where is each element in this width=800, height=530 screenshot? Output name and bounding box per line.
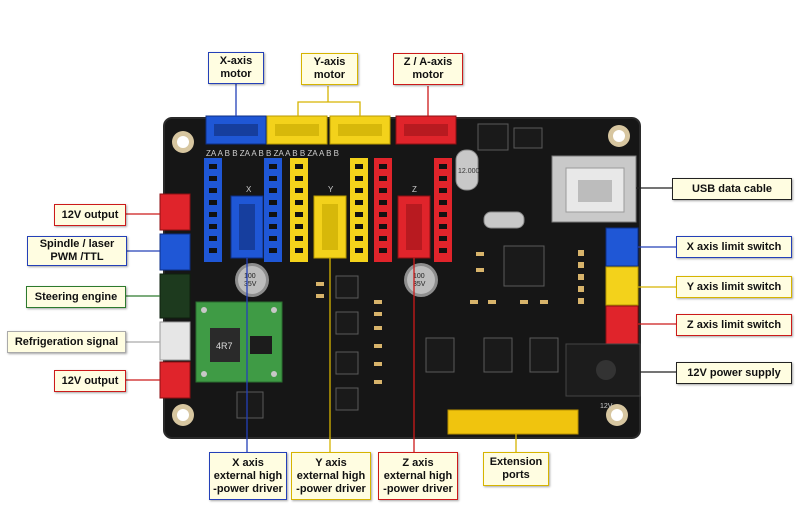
capacitor-left: 100 35V	[235, 263, 269, 297]
svg-text:4R7: 4R7	[216, 341, 233, 351]
y-external-driver-connector	[313, 195, 347, 259]
x-limit-connector	[605, 227, 639, 267]
stepper-headers	[204, 158, 452, 262]
x-external-driver-connector	[230, 195, 264, 259]
label-spindle-laser: Spindle / laser PWM /TTL	[27, 236, 127, 266]
svg-text:35V: 35V	[413, 281, 426, 288]
voltage-marking: 12V	[600, 403, 613, 410]
spindle-connector	[159, 233, 191, 271]
y-motor-connector-2	[329, 115, 391, 145]
extension-header	[447, 409, 579, 435]
y-limit-connector	[605, 266, 639, 306]
small-smd-components	[316, 250, 584, 384]
label-y-limit-switch: Y axis limit switch	[676, 276, 792, 298]
svg-text:12.000: 12.000	[458, 168, 480, 175]
crystal-oscillators: 12.000	[455, 149, 525, 229]
refrigeration-connector	[159, 321, 191, 361]
label-z-a-axis-motor: Z / A-axis motor	[393, 53, 463, 85]
label-y-axis-motor: Y-axis motor	[301, 53, 358, 85]
label-z-limit-switch: Z axis limit switch	[676, 314, 792, 336]
stepper-x-label: X	[246, 185, 252, 194]
label-z-external-driver: Z axis external high -power driver	[378, 452, 458, 500]
label-x-limit-switch: X axis limit switch	[676, 236, 792, 258]
ic-chips	[236, 123, 559, 419]
svg-text:35V: 35V	[244, 281, 257, 288]
mounting-holes	[172, 125, 630, 426]
pin-marking: ZA A B B ZA A B B ZA A B B ZA A B B	[206, 149, 339, 158]
svg-text:100: 100	[413, 273, 425, 280]
z-external-driver-connector	[397, 195, 431, 259]
header-pin-holes	[209, 164, 447, 253]
label-x-external-driver: X axis external high -power driver	[209, 452, 287, 500]
usb-connector	[551, 155, 637, 223]
label-usb-data-cable: USB data cable	[672, 178, 792, 200]
left-12v-output-connector-top	[159, 193, 191, 231]
label-x-axis-motor: X-axis motor	[208, 52, 264, 84]
y-motor-connector-1	[266, 115, 328, 145]
label-extension-ports: Extension ports	[483, 452, 549, 486]
label-steering-engine: Steering engine	[26, 286, 126, 308]
z-limit-connector	[605, 305, 639, 345]
capacitor-right: 100 35V	[404, 263, 438, 297]
label-12v-power-supply: 12V power supply	[676, 362, 792, 384]
label-12v-output-top: 12V output	[54, 204, 126, 226]
pcb-board	[164, 118, 640, 438]
z-motor-connector	[395, 115, 457, 145]
svg-text:100: 100	[244, 273, 256, 280]
power-jack	[565, 343, 641, 397]
steering-connector	[159, 273, 191, 319]
stepper-y-label: Y	[328, 185, 334, 194]
stepper-z-label: Z	[412, 185, 417, 194]
label-12v-output-bottom: 12V output	[54, 370, 126, 392]
x-motor-connector	[205, 115, 267, 145]
label-refrigeration-signal: Refrigeration signal	[7, 331, 126, 353]
leader-lines	[126, 82, 676, 452]
buck-converter-module: 4R7	[195, 301, 283, 383]
label-y-external-driver: Y axis external high -power driver	[291, 452, 371, 500]
left-12v-output-connector-bottom	[159, 361, 191, 399]
